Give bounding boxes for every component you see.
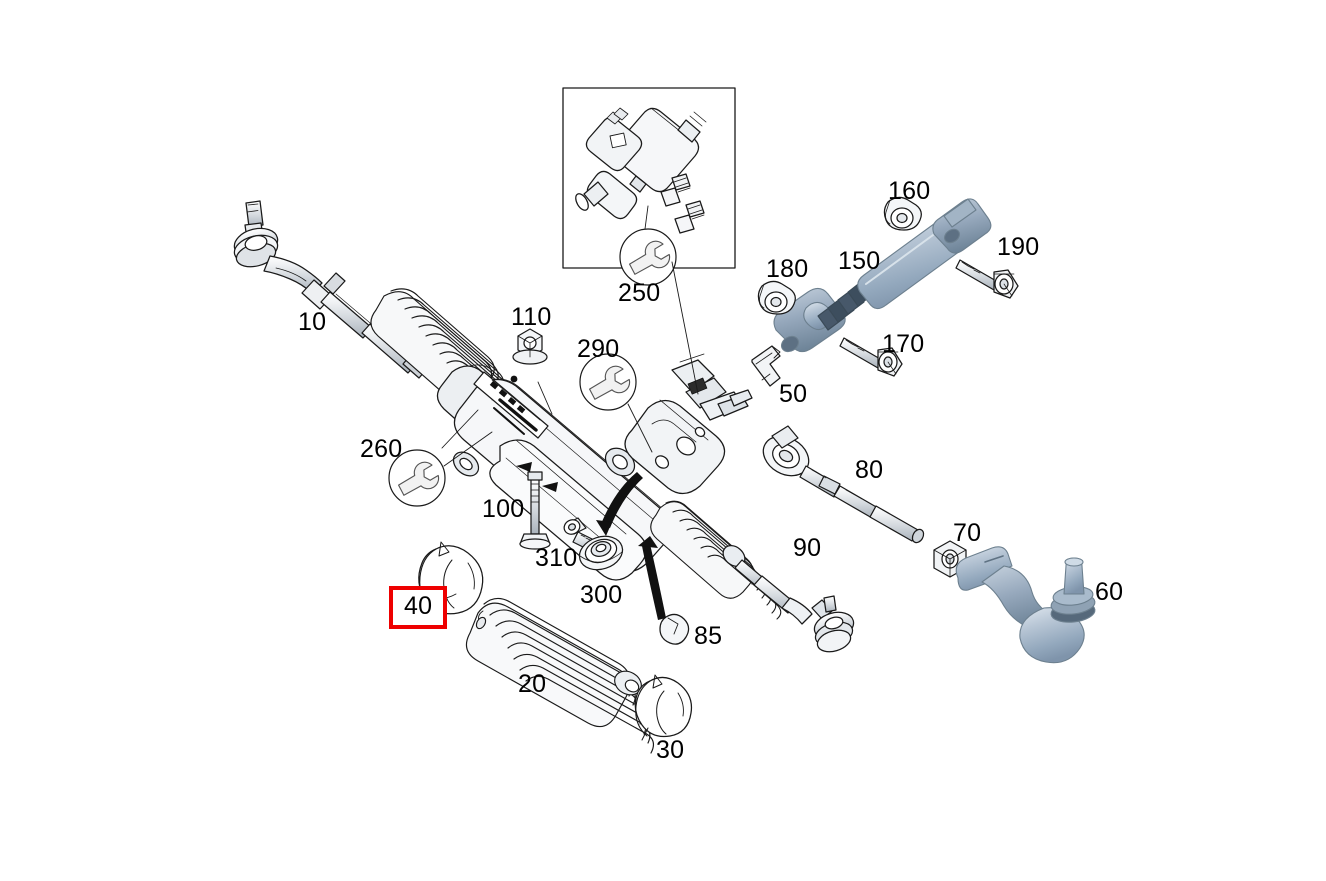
- part-160-grommet: [883, 196, 922, 231]
- flow-arrow-housing: [516, 462, 558, 492]
- part-20-bellows-boot: [465, 597, 655, 754]
- part-80-inner-tie-rod: [762, 425, 925, 544]
- callout-85[interactable]: 85: [694, 622, 723, 650]
- part-180-grommet: [757, 280, 796, 315]
- callout-110[interactable]: 110: [511, 303, 552, 331]
- part-300-bushing: [578, 535, 624, 571]
- callout-60[interactable]: 60: [1095, 578, 1124, 606]
- part-310-bolt: [563, 517, 599, 553]
- callout-70[interactable]: 70: [953, 519, 982, 547]
- callout-160[interactable]: 160: [888, 177, 931, 205]
- wrench-icon-260: [388, 449, 446, 507]
- part-30-clamp: [634, 674, 693, 741]
- callout-100[interactable]: 100: [482, 495, 525, 523]
- callout-150[interactable]: 150: [838, 247, 881, 275]
- part-170-bolt: [839, 337, 903, 377]
- callout-20[interactable]: 20: [518, 670, 547, 698]
- part-60-outer-tie-rod-end: [955, 546, 1096, 664]
- callout-180[interactable]: 180: [766, 255, 809, 283]
- part-50-bracket-clip: [751, 345, 781, 387]
- callout-310[interactable]: 310: [535, 544, 578, 572]
- part-10-tie-rod-assembly: [233, 200, 534, 438]
- part-110-flange-nut: [512, 328, 548, 365]
- callout-290[interactable]: 290: [577, 335, 620, 363]
- callout-50[interactable]: 50: [779, 380, 808, 408]
- leader-lines: [441, 205, 699, 467]
- part-85-plug: [659, 613, 690, 645]
- callout-170[interactable]: 170: [882, 330, 925, 358]
- part-190-bolt: [955, 259, 1019, 299]
- callout-10[interactable]: 10: [298, 308, 327, 336]
- callout-190[interactable]: 190: [997, 233, 1040, 261]
- callout-300[interactable]: 300: [580, 581, 623, 609]
- callout-40[interactable]: 40: [389, 586, 448, 629]
- callout-260[interactable]: 260: [360, 435, 403, 463]
- callout-80[interactable]: 80: [855, 456, 884, 484]
- part-90-tie-rod-end-assembly: [753, 575, 855, 653]
- callout-30[interactable]: 30: [656, 736, 685, 764]
- wrench-icon-290: [579, 353, 637, 411]
- detail-box-250: [562, 87, 736, 269]
- callout-250[interactable]: 250: [618, 279, 661, 307]
- part-100-bolt: [519, 471, 551, 550]
- wrench-icon-250: [619, 228, 677, 286]
- callout-90[interactable]: 90: [793, 534, 822, 562]
- assembly-arrows: [596, 472, 666, 620]
